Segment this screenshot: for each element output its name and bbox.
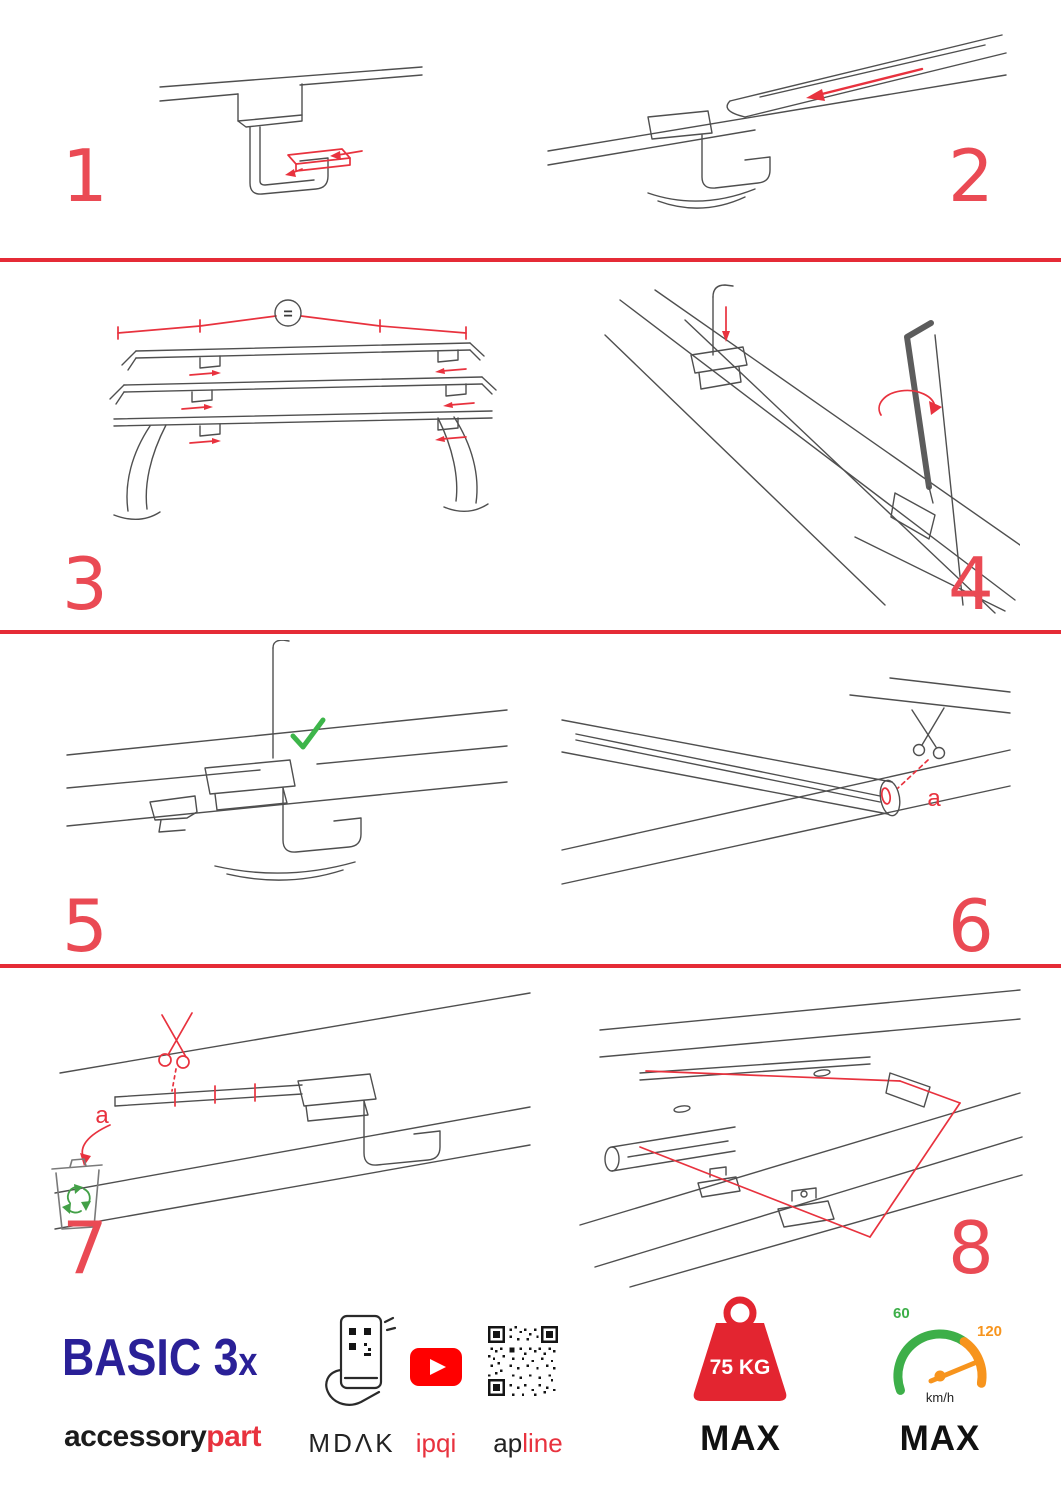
max-speed-label: MAX	[899, 1419, 981, 1458]
partner-apline-red: line	[522, 1428, 563, 1458]
recycle-trash-icon	[51, 1158, 103, 1230]
product-name: BASIC 3x	[62, 1328, 258, 1388]
step2-illustration	[547, 34, 1007, 209]
scissors-icon-red	[158, 1012, 193, 1092]
step5-illustration	[66, 640, 508, 881]
step3-number: 3	[62, 542, 108, 626]
phone-qr-icon	[325, 1314, 397, 1406]
check-icon	[290, 717, 326, 750]
brand-logo-red: part	[206, 1420, 261, 1453]
brand-logo-black: accessory	[64, 1420, 207, 1453]
step2-number: 2	[948, 134, 994, 218]
cut-label-a: a	[95, 1102, 109, 1129]
partner-mdak: MDΛK	[308, 1428, 396, 1458]
step4-number: 4	[948, 542, 994, 626]
step6-number: 6	[948, 884, 994, 968]
partner-ipqi: ipqi	[415, 1428, 457, 1458]
qr-code-icon	[488, 1326, 558, 1396]
cut-label-a: a	[927, 785, 941, 812]
scissors-icon	[911, 707, 946, 760]
max-weight-value: 75 KG	[710, 1356, 771, 1379]
max-weight-icon: 75 KG	[693, 1296, 787, 1401]
speed-high-label: 120	[977, 1323, 1002, 1340]
step8-illustration	[579, 989, 1023, 1288]
t-slot-adapter-large	[777, 1187, 835, 1228]
partner-apline: apline	[474, 1428, 582, 1459]
product-name-suffix: x	[238, 1340, 258, 1384]
step1-number: 1	[62, 134, 108, 218]
step8-number: 8	[948, 1206, 994, 1290]
section-divider-1	[0, 258, 1061, 262]
step1-illustration	[159, 66, 423, 195]
equal-sign-label: =	[283, 306, 292, 323]
step7-number: 7	[62, 1206, 108, 1290]
max-weight-label: MAX	[700, 1419, 781, 1458]
allen-key-icon	[904, 320, 934, 490]
step7-illustration: a	[51, 992, 531, 1230]
step6-illustration: a	[561, 677, 1011, 885]
speed-low-label: 60	[893, 1305, 910, 1322]
section-divider-2	[0, 630, 1061, 634]
product-name-main: BASIC 3	[62, 1329, 239, 1387]
speed-unit-label: km/h	[926, 1390, 954, 1405]
brand-logo: accessorypart	[64, 1420, 261, 1454]
speedometer-icon: 60 120 km/h	[893, 1305, 1002, 1405]
equal-spacing-badge: =	[274, 299, 302, 327]
step3-illustration: =	[109, 299, 497, 520]
step5-number: 5	[62, 884, 108, 968]
step4-illustration	[604, 284, 1020, 614]
partner-apline-black: ap	[493, 1428, 523, 1458]
section-divider-3	[0, 964, 1061, 968]
youtube-icon	[410, 1348, 462, 1386]
